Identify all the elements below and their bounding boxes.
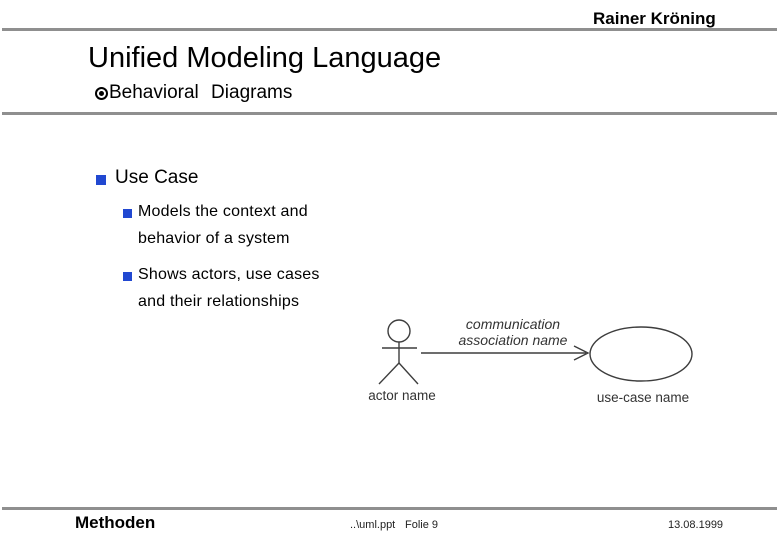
association-arrowhead-icon xyxy=(573,345,590,361)
top-divider xyxy=(2,28,777,31)
bullet-line: Shows actors, use cases xyxy=(138,266,320,283)
square-bullet-icon xyxy=(123,209,132,218)
association-label-line2: association name xyxy=(459,332,568,348)
use-case-label: use-case name xyxy=(597,390,689,405)
subtitle-text: Behavioral Diagrams xyxy=(109,82,293,103)
subtitle-row: Behavioral Diagrams xyxy=(95,82,292,104)
circled-dot-bullet-icon xyxy=(95,86,108,100)
footer-divider xyxy=(2,507,777,510)
use-case-ellipse xyxy=(589,326,693,382)
section-heading: Use Case xyxy=(115,167,199,188)
footer-topic: Methoden xyxy=(75,513,156,532)
bullet-line: behavior of a system xyxy=(138,230,290,247)
square-bullet-icon xyxy=(96,175,106,185)
bullet-item: Shows actors, use cases and their relati… xyxy=(138,261,320,315)
actor-label: actor name xyxy=(368,388,436,403)
slide-title: Unified Modeling Language xyxy=(88,42,442,74)
association-label-line1: communication xyxy=(466,316,560,332)
footer-filename: ..\uml.ppt xyxy=(350,519,396,531)
header-divider xyxy=(2,112,777,115)
footer-date: 13.08.1999 xyxy=(668,519,724,531)
bullet-line: and their relationships xyxy=(138,293,300,310)
bullet-line: Models the context and xyxy=(138,203,308,220)
square-bullet-icon xyxy=(123,272,132,281)
author-name: Rainer Kröning xyxy=(593,9,716,28)
circled-dot-inner xyxy=(99,90,104,96)
actor-left-leg-line xyxy=(378,362,400,385)
actor-right-leg-line xyxy=(398,362,419,385)
use-case-diagram: communication association name actor nam… xyxy=(368,316,693,405)
actor-head-icon xyxy=(387,319,411,343)
bullet-item: Models the context and behavior of a sys… xyxy=(138,198,308,252)
footer-page-number: Folie 9 xyxy=(405,519,439,531)
